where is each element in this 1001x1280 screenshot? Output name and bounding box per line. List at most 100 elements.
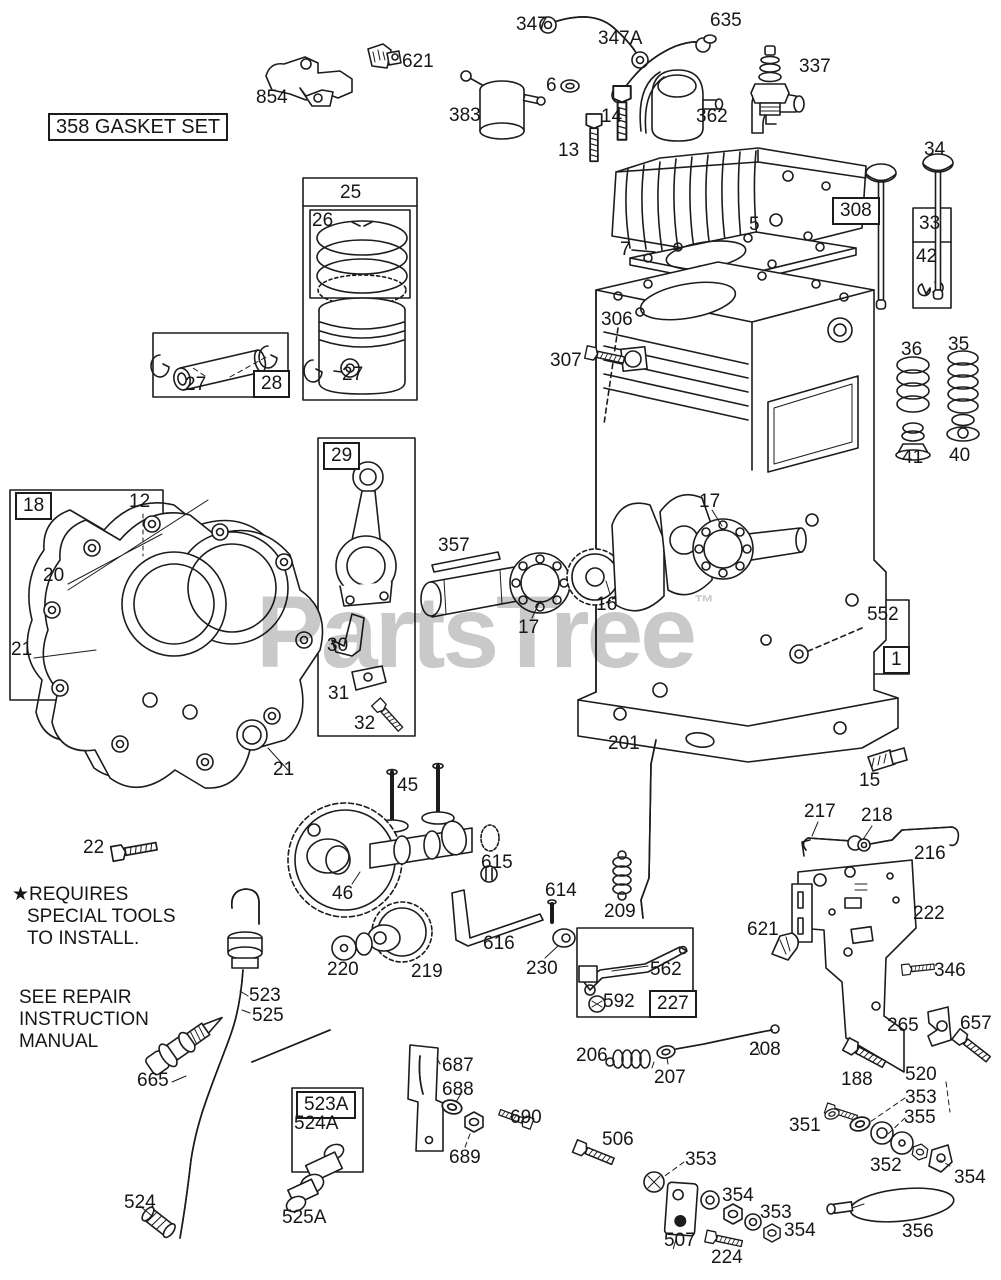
callout-592: 592 [603,991,635,1012]
callout-217: 217 [804,801,836,822]
key-357 [431,551,501,573]
callout-362: 362 [696,106,728,127]
seal-220 [331,935,357,961]
washer-354c [744,1213,762,1231]
clip-265 [927,1006,952,1047]
link-208 [651,1024,780,1069]
plug-665 [145,1016,223,1076]
callout-220: 220 [327,959,359,980]
bearing-17-right [692,518,754,580]
callout-222: 222 [913,903,945,924]
callout-352: 352 [870,1155,902,1176]
callout-265: 265 [887,1015,919,1036]
note-line: INSTRUCTION [19,1009,149,1030]
callout-36: 36 [901,339,923,360]
callout-621: 621 [402,51,434,72]
retainer-41 [895,422,931,461]
callout-17: 17 [699,491,721,512]
grommet-230 [544,928,576,959]
bushing-218 [857,838,871,852]
callout-17: 17 [518,617,540,638]
callout-12: 12 [129,491,151,512]
dipper-30 [331,613,365,657]
callout-520: 520 [905,1064,937,1085]
callout-21: 21 [11,639,33,660]
leader-689 [463,1133,471,1151]
callout-657: 657 [960,1013,992,1034]
gov-link-201 [640,739,657,919]
callout-347a: 347A [598,28,643,49]
callout-27: 27 [342,364,364,385]
callout-1: 1 [883,646,910,674]
watermark: PartsTree™ [256,575,714,689]
callout-306: 306 [601,309,633,330]
spring-35 [947,350,979,414]
cam-gear-46 [287,802,500,918]
callout-40: 40 [949,445,971,466]
bracket-854 [265,56,353,107]
callout-18: 18 [15,492,53,520]
callout-32: 32 [354,713,376,734]
retainer-40 [946,413,980,442]
spring-36 [896,356,930,413]
callout-42: 42 [916,246,938,267]
link-347 [539,16,649,69]
callout-218: 218 [861,805,893,826]
piston-27 [303,297,406,395]
note-line: MANUAL [19,1031,99,1052]
note-line: ★REQUIRES [12,884,129,905]
spring-209 [612,850,632,901]
crankshaft [420,493,807,619]
callout-15: 15 [859,770,881,791]
leader-524 [139,1205,153,1217]
callout-224: 224 [711,1247,743,1268]
spring-206 [605,1049,651,1069]
throttle-562 [578,945,688,1013]
control-bracket-222 [791,859,917,1073]
callout-34: 34 [924,139,946,160]
washer-354b [700,1190,720,1210]
callout-208: 208 [749,1039,781,1060]
callout-354: 354 [784,1220,816,1241]
callout-16: 16 [596,594,618,615]
note-line: TO INSTALL. [27,928,140,949]
callout-227: 227 [649,990,697,1018]
callout-337: 337 [799,56,831,77]
clip-621-top [367,43,402,69]
wrist-pin-27 [150,345,278,391]
callout-525a: 525A [282,1207,327,1228]
callout-209: 209 [604,901,636,922]
callout-26: 26 [312,210,334,231]
callout-621: 621 [747,919,779,940]
oil-slinger-219 [355,901,433,963]
callout-346: 346 [934,960,966,981]
callout-307: 307 [550,350,582,371]
callout-41: 41 [902,447,924,468]
plate-507 [663,1181,699,1250]
callout-524: 524 [124,1192,156,1213]
callout-354: 354 [722,1185,754,1206]
callout-25: 25 [340,182,362,203]
callout-525: 525 [252,1005,284,1026]
gov-rod-216 [869,826,960,847]
cylinder-head [611,147,867,259]
callout-33: 33 [919,213,941,234]
lock-plate-31 [351,665,387,691]
engine-block [577,261,899,763]
callout-351: 351 [789,1115,821,1136]
seal-525A [285,1143,345,1213]
callout-35: 35 [948,334,970,355]
spark-plug-337 [750,45,790,125]
crankcase-cover-18 [33,499,324,789]
callout-216: 216 [914,843,946,864]
callout-5: 5 [749,214,760,235]
callout-690: 690 [510,1107,542,1128]
callout-29: 29 [323,442,361,470]
callout-207: 207 [654,1067,686,1088]
callout-614: 614 [545,880,577,901]
callout-687: 687 [442,1055,474,1076]
note-special-tools: ★REQUIRES SPECIAL TOOLS TO INSTALL. [12,884,176,950]
callout-357: 357 [438,535,470,556]
callout-347: 347 [516,14,548,35]
